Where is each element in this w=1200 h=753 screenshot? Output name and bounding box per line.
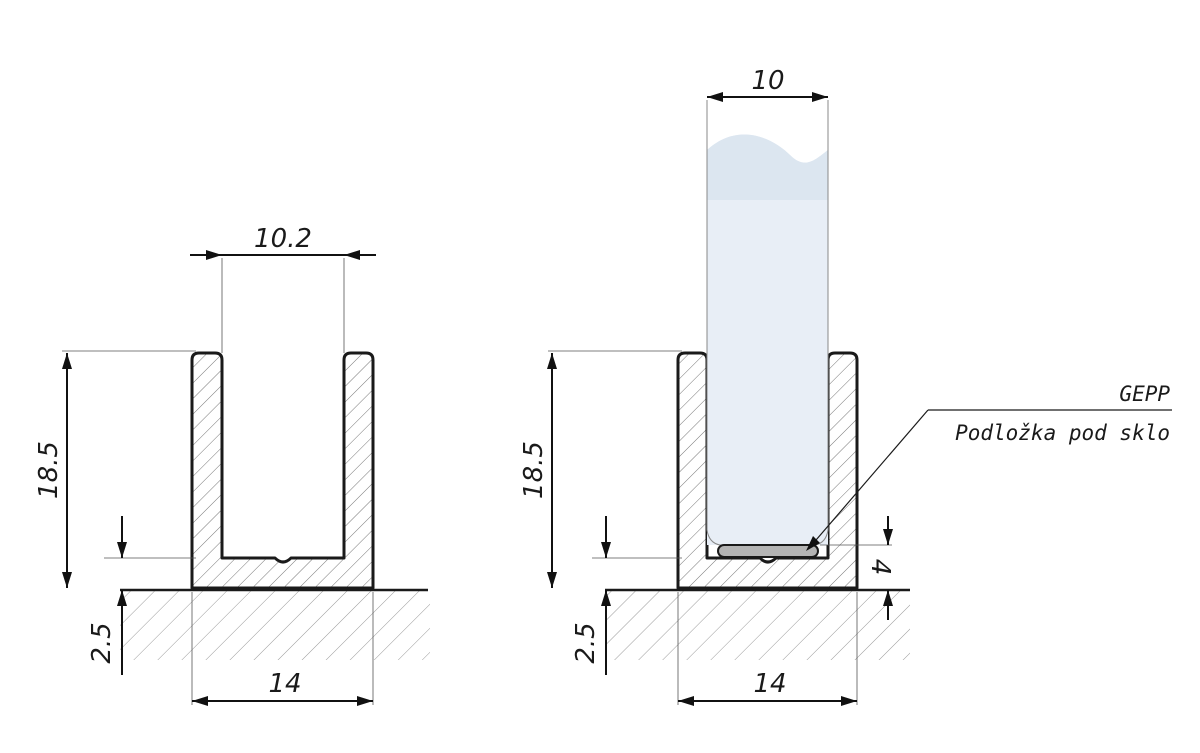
callout-leader bbox=[806, 409, 1172, 551]
dim-height-label: 18.5 bbox=[34, 441, 64, 499]
dim-outer-width-right-label: 14 bbox=[753, 669, 786, 699]
dim-inner-width-label: 10.2 bbox=[254, 224, 312, 254]
right-u-profile bbox=[676, 351, 859, 590]
dim-outer-width: 14 bbox=[192, 669, 373, 706]
right-ground-hatch bbox=[605, 590, 910, 660]
left-view: 10.2 18.5 2.5 14 bbox=[34, 224, 430, 706]
dim-outer-width-right: 14 bbox=[678, 669, 857, 706]
dim-glass-thickness-label: 10 bbox=[751, 66, 784, 96]
dim-height: 18.5 bbox=[34, 353, 72, 588]
dim-setting-block: 4 bbox=[865, 516, 895, 620]
callout-code: GEPP bbox=[1119, 382, 1170, 406]
dim-inner-width: 10.2 bbox=[190, 224, 376, 260]
glass-pane bbox=[706, 100, 829, 546]
left-u-profile bbox=[190, 351, 375, 590]
callout-description: Podložka pod sklo bbox=[955, 421, 1170, 445]
dim-setting-block-label: 4 bbox=[865, 559, 895, 576]
dim-depth: 2.5 bbox=[87, 516, 127, 675]
dim-outer-width-label: 14 bbox=[268, 669, 301, 699]
dim-depth-right-label: 2.5 bbox=[571, 622, 601, 663]
dim-height-right: 18.5 bbox=[519, 353, 557, 588]
dim-depth-label: 2.5 bbox=[87, 622, 117, 663]
setting-block-gepp bbox=[717, 544, 819, 558]
dim-height-right-label: 18.5 bbox=[519, 441, 549, 499]
dim-depth-right: 2.5 bbox=[571, 516, 611, 675]
dim-glass-thickness: 10 bbox=[707, 66, 828, 102]
left-ground-hatch bbox=[120, 590, 430, 660]
right-view: 10 18.5 2.5 4 bbox=[519, 66, 1172, 706]
